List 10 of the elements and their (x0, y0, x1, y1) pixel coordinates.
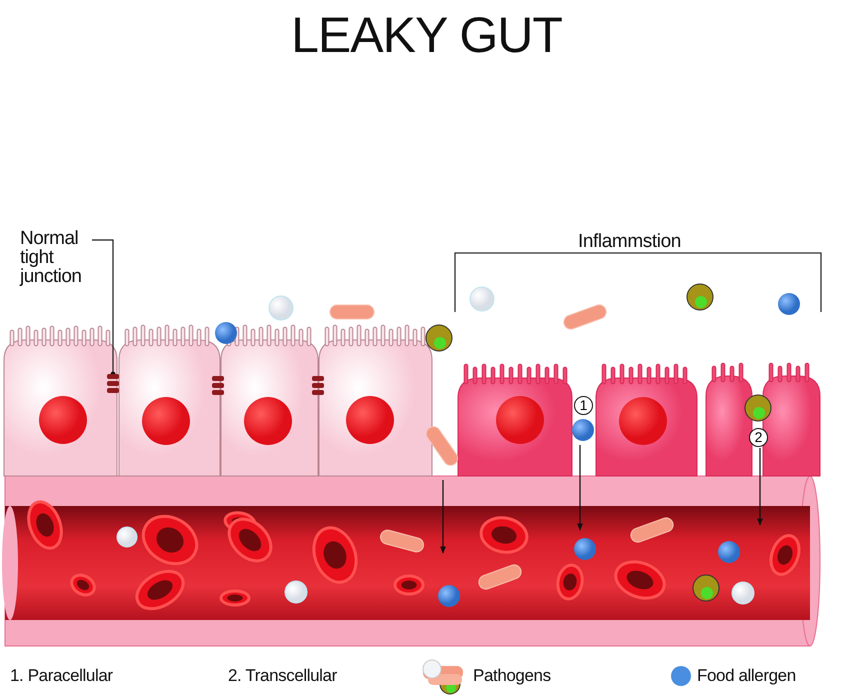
section-heading: Inflammstion (578, 231, 681, 253)
legend-text: Food allergen (697, 666, 796, 686)
callout-label: Normal tight junction (20, 229, 98, 297)
callout-number: 1 (574, 396, 593, 415)
legend-text: 2. Transcellular (228, 666, 337, 686)
title: LEAKY GUT (290, 6, 563, 64)
legend-text: Pathogens (473, 666, 551, 686)
tight-junction-icon (107, 374, 119, 393)
leader-line (92, 239, 116, 376)
legend-text: 1. Paracellular (10, 666, 113, 686)
